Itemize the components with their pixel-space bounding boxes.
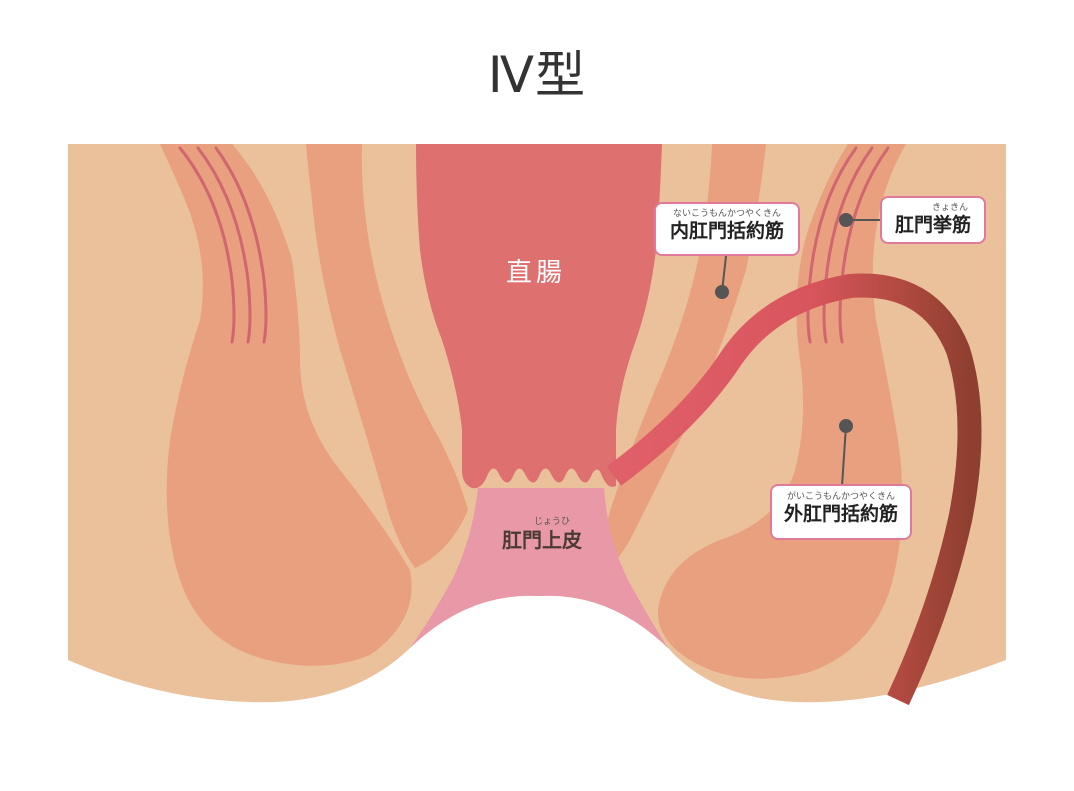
right-levator-lines <box>806 146 890 344</box>
internal-sphincter-callout: ないこうもんかつやくきん 内肛門括約筋 <box>654 202 800 256</box>
external-sphincter-text: 外肛門括約筋 <box>783 503 898 525</box>
left-levator-lines <box>178 146 268 344</box>
left-external-sphincter <box>160 144 412 666</box>
anoderm-label: じょうひ 肛門上皮 <box>497 517 587 552</box>
anoderm <box>410 488 668 648</box>
page-title: Ⅳ型 <box>487 46 587 104</box>
rectum-label: 直腸 <box>506 258 567 288</box>
levator-ani-ruby: きょきん <box>931 203 968 213</box>
leader-lines <box>715 213 880 487</box>
left-internal-sphincter <box>306 144 468 568</box>
internal-sphincter-text: 内肛門括約筋 <box>669 220 784 242</box>
anoderm-ruby: じょうひ <box>533 517 570 527</box>
external-sphincter-ruby: がいこうもんかつやくきん <box>786 492 895 502</box>
levator-ani-callout: きょきん 肛門挙筋 <box>880 196 986 244</box>
fistula-tract <box>606 273 982 706</box>
levator-ani-text: 肛門挙筋 <box>894 214 971 236</box>
anoderm-text: 肛門上皮 <box>502 528 582 552</box>
external-sphincter-callout: がいこうもんかつやくきん 外肛門括約筋 <box>770 484 912 540</box>
internal-sphincter-ruby: ないこうもんかつやくきん <box>672 209 781 219</box>
rectum <box>416 144 662 489</box>
